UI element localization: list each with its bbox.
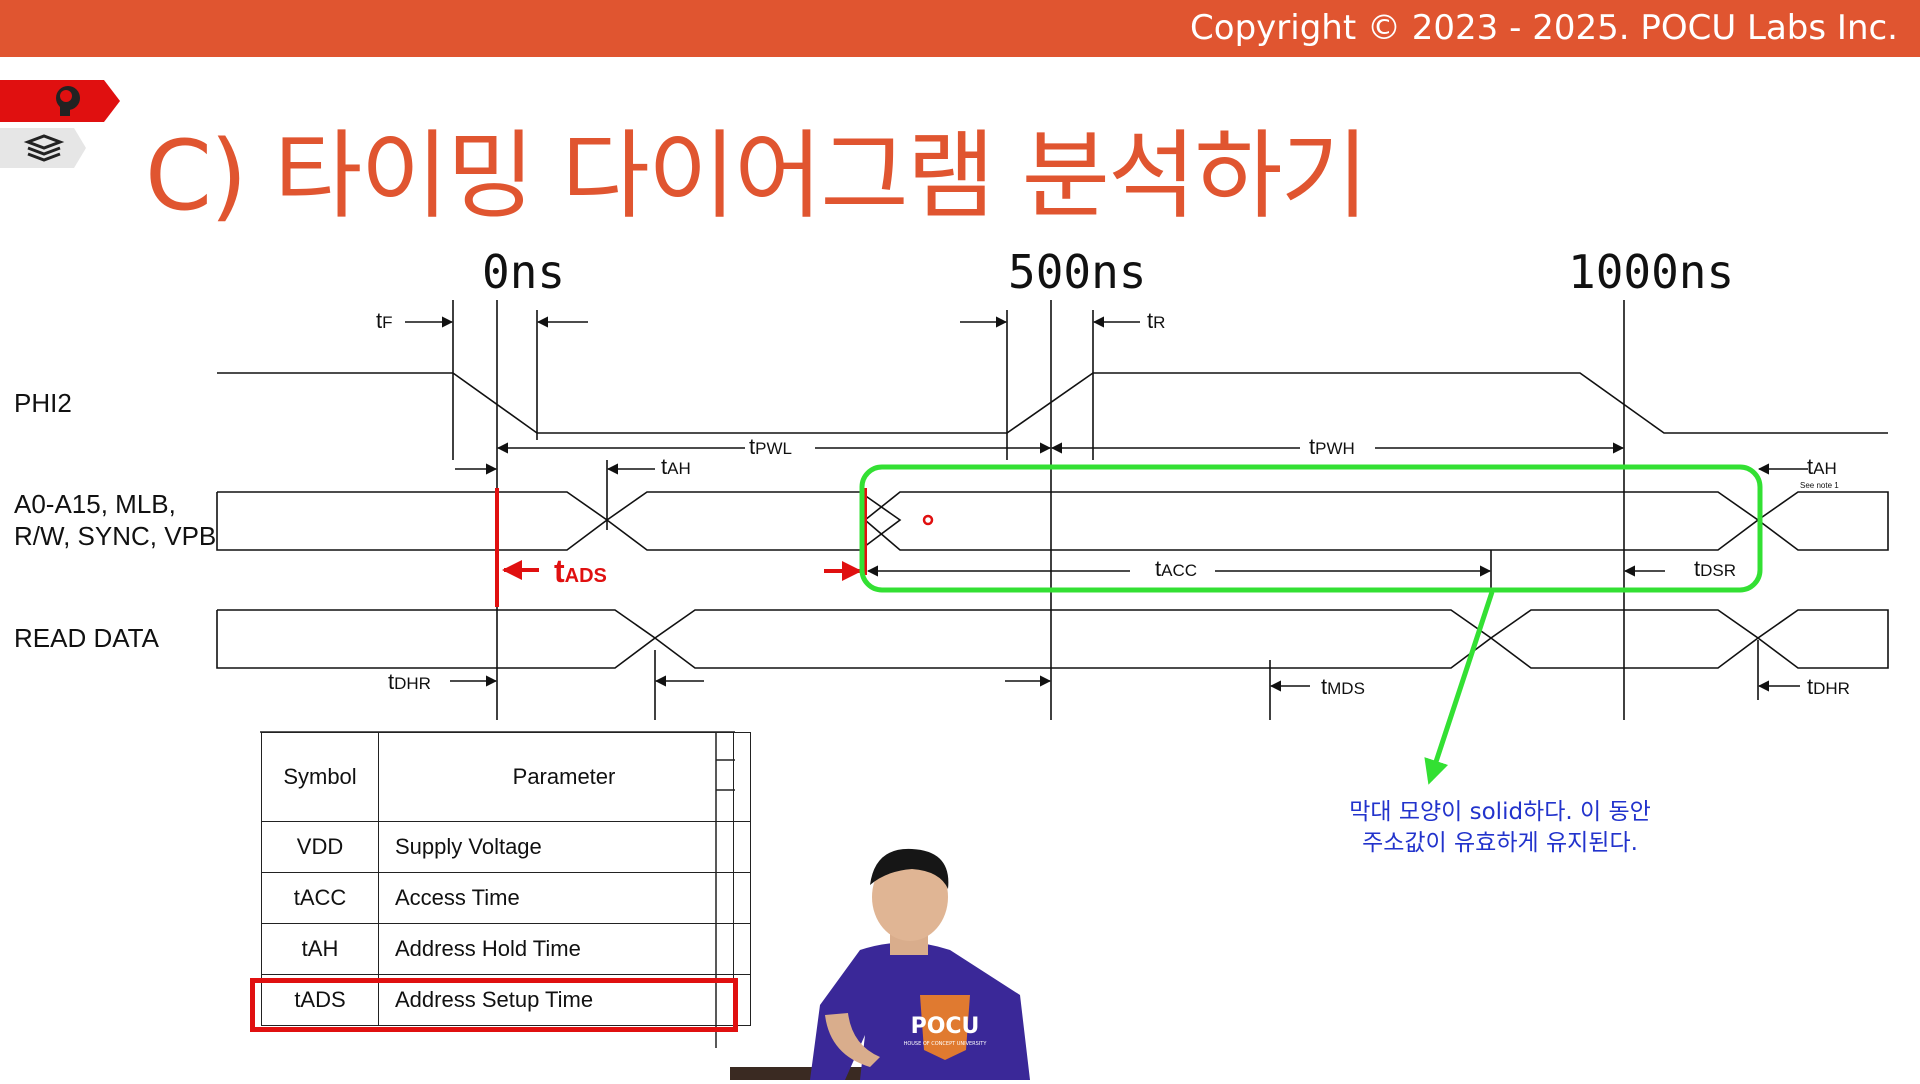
label-tAH-left: tAH xyxy=(661,454,691,479)
label-tDHR-left: tDHR xyxy=(388,669,431,694)
signal-address-line2: R/W, SYNC, VPB xyxy=(14,521,217,551)
label-tR: tR xyxy=(1147,308,1166,333)
label-tPWH: tPWH xyxy=(1309,434,1355,459)
tads-highlight xyxy=(495,488,867,607)
label-tDSR: tDSR xyxy=(1694,556,1737,581)
label-tMDS: tMDS xyxy=(1321,674,1365,699)
cursor-dot xyxy=(922,514,934,526)
side-tab-brain[interactable] xyxy=(0,80,120,122)
side-tab-books[interactable] xyxy=(0,128,86,168)
header-bar: Copyright © 2023 - 2025. POCU Labs Inc. xyxy=(0,0,1920,57)
signal-phi2: PHI2 xyxy=(14,388,72,418)
timeline-label-1000ns: 1000ns xyxy=(1568,245,1735,299)
copyright-text: Copyright © 2023 - 2025. POCU Labs Inc. xyxy=(1190,8,1898,48)
timeline-label-0ns: 0ns xyxy=(482,245,566,299)
annotation-note: 막대 모양이 solid하다. 이 동안 주소값이 유효하게 유지된다. xyxy=(1330,797,1670,859)
header-parameter: Parameter xyxy=(378,732,734,822)
label-tF: tF xyxy=(376,308,393,333)
shirt-logo-text: POCU xyxy=(911,1014,980,1039)
presenter: POCU HOUSE OF CONCEPT UNIVERSITY xyxy=(730,845,1070,1080)
table-row: tAH Address Hold Time xyxy=(261,923,751,975)
table-row: VDD Supply Voltage xyxy=(261,821,751,873)
header-symbol: Symbol xyxy=(261,732,379,822)
label-tDHR-right: tDHR xyxy=(1807,674,1850,699)
timeline-label-500ns: 500ns xyxy=(1008,245,1147,299)
valid-address-highlight xyxy=(859,464,1763,593)
table-header-row: Symbol Parameter xyxy=(261,732,751,822)
tads-row-highlight xyxy=(250,978,738,1032)
see-note-text: See note 1 xyxy=(1800,481,1839,490)
brain-head-icon xyxy=(56,86,80,116)
parameter-table: Symbol Parameter VDD Supply Voltage tACC… xyxy=(261,732,751,1026)
table-row: tACC Access Time xyxy=(261,872,751,924)
label-tAH-right: tAH xyxy=(1807,454,1837,479)
annotation-line2: 주소값이 유효하게 유지된다. xyxy=(1362,830,1638,856)
label-tPWL: tPWL xyxy=(749,434,792,459)
table-row-highlighted: tADS Address Setup Time xyxy=(261,974,751,1026)
reference-lines xyxy=(452,300,1759,720)
book-stack-icon xyxy=(23,134,65,162)
shirt-logo-subtext: HOUSE OF CONCEPT UNIVERSITY xyxy=(904,1041,988,1047)
annotation-arrow xyxy=(1424,591,1495,785)
slide-title: C) 타이밍 다이어그램 분석하기 xyxy=(145,120,1369,232)
label-tACC: tACC xyxy=(1155,556,1198,581)
label-tADS: tADS xyxy=(554,553,607,589)
phi2-waveform xyxy=(217,372,1888,434)
address-bus-waveform xyxy=(216,491,1889,551)
signal-read-data: READ DATA xyxy=(14,623,159,653)
annotation-line1: 막대 모양이 solid하다. 이 동안 xyxy=(1349,799,1651,825)
signal-address-line1: A0-A15, MLB, xyxy=(14,489,176,519)
read-data-waveform xyxy=(216,609,1889,669)
